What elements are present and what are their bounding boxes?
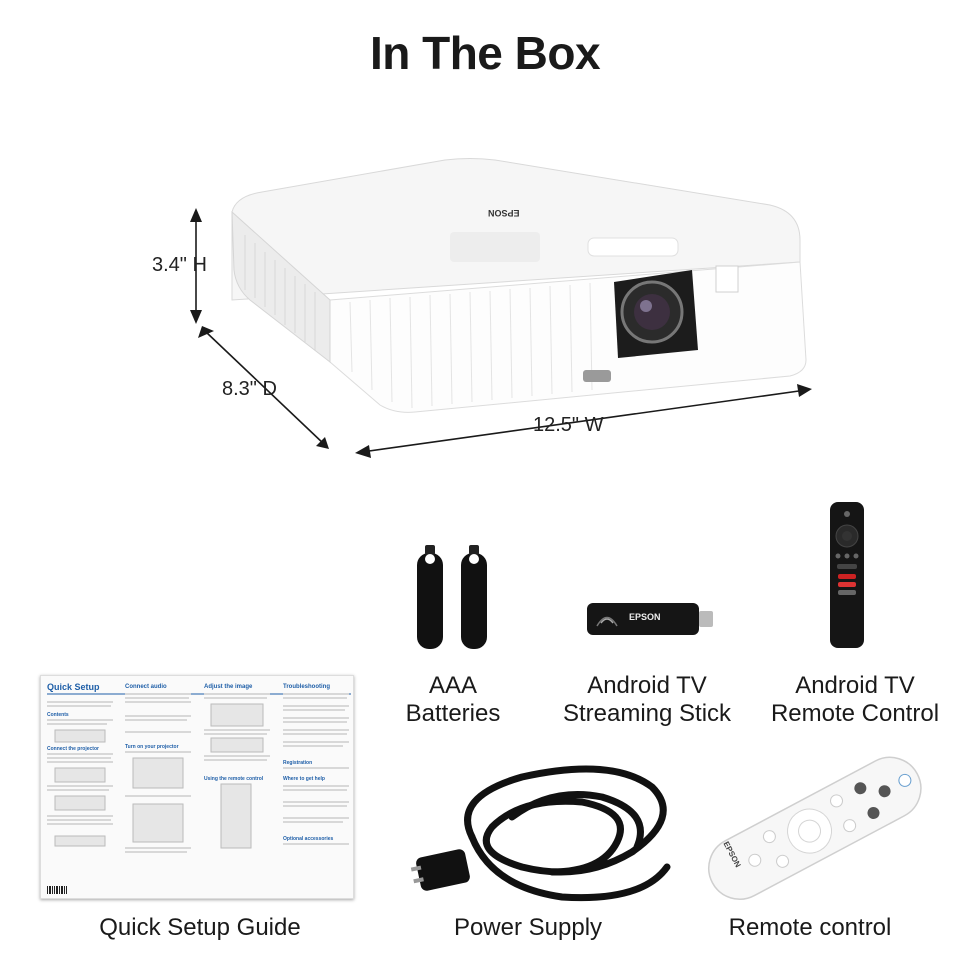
width-dimension-label: 12.5" W — [533, 414, 604, 436]
streaming-stick-label: Android TV Streaming Stick — [550, 672, 744, 728]
guide-remote: Using the remote control — [204, 776, 264, 782]
remote-control-label: Remote control — [728, 914, 892, 941]
power-supply-label: Power Supply — [453, 914, 603, 941]
guide-help: Where to get help — [283, 776, 325, 782]
guide-connect: Connect the projector — [47, 746, 99, 752]
page-title: In The Box — [369, 27, 601, 79]
batteries-label: AAA Batteries — [377, 672, 529, 728]
power-cord-icon — [410, 765, 671, 902]
guide-heading: Quick Setup — [47, 682, 100, 692]
guide-col2-heading: Connect audio — [125, 684, 167, 690]
streaming-stick-icon — [587, 603, 713, 635]
height-dimension-label: 3.4" H — [152, 254, 207, 276]
guide-contents: Contents — [47, 712, 69, 718]
guide-registration: Registration — [283, 760, 313, 766]
android-remote-label-line1: Android TV — [795, 672, 915, 699]
quick-setup-guide-image: Quick Setup Connect audio Adjust the ima… — [40, 675, 354, 899]
stick-brand-label: EPSON — [629, 612, 661, 622]
remote-control-icon — [708, 756, 922, 900]
guide-optional: Optional accessories — [283, 836, 334, 842]
guide-body-lines — [47, 693, 351, 894]
batteries-label-line1: AAA — [428, 672, 478, 699]
android-remote-label-line2: Remote Control — [770, 700, 940, 727]
android-remote-label: Android TV Remote Control — [760, 672, 950, 728]
android-remote-icon — [830, 502, 864, 648]
guide-col4-heading: Troubleshooting — [283, 684, 330, 690]
streaming-stick-label-line1: Android TV — [587, 672, 707, 699]
batteries-label-line2: Batteries — [405, 700, 501, 727]
projector-brand-label: EPSON — [488, 208, 520, 218]
depth-dimension-label: 8.3" D — [222, 378, 277, 400]
guide-col3-heading: Adjust the image — [204, 684, 253, 690]
streaming-stick-label-line2: Streaming Stick — [562, 700, 732, 727]
guide-turn-on: Turn on your projector — [125, 744, 179, 750]
quick-setup-guide-label: Quick Setup Guide — [99, 914, 301, 941]
battery-icon — [417, 545, 487, 649]
